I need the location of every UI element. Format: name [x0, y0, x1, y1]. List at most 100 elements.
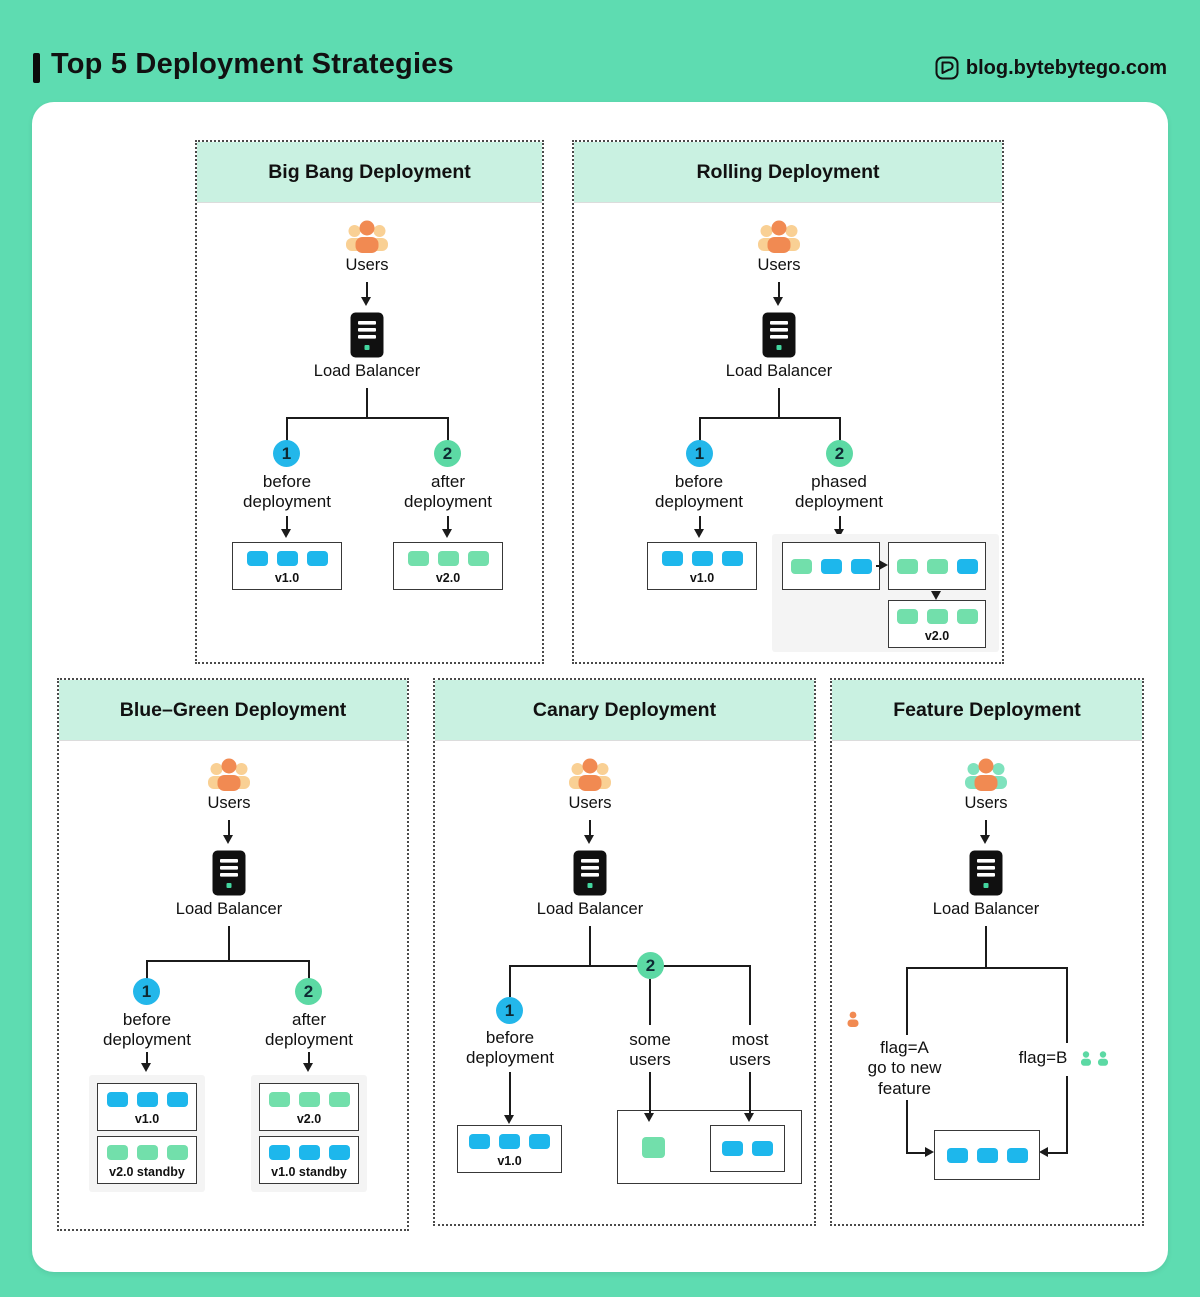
server-box-v1: v1.0: [232, 542, 342, 590]
panel-title: Canary Deployment: [532, 698, 717, 721]
panel-title: Big Bang Deployment: [268, 160, 471, 183]
panel-header-band: Blue–Green Deployment: [59, 680, 407, 741]
panel-big-bang: Big Bang Deployment Users Load Balancer …: [195, 140, 544, 664]
branch-line: [700, 417, 841, 419]
flow-line: [589, 820, 591, 836]
panel-blue-green: Blue–Green Deployment Users Load Balance…: [57, 678, 409, 1231]
server-instance-blue: [1006, 1147, 1028, 1163]
arrowhead-down: [773, 297, 783, 306]
server-row: [661, 551, 743, 566]
panel-feature: Feature Deployment Users Load Balancer f…: [830, 678, 1144, 1226]
flow-line: [228, 820, 230, 836]
flow-line: [308, 960, 310, 979]
version-label: v1.0: [497, 1154, 522, 1168]
user-pair-icon: [1081, 1051, 1108, 1066]
branch-label-some-users: some users: [629, 1030, 671, 1070]
panel-canary: Canary Deployment Users Load Balancer 2 …: [433, 678, 816, 1226]
version-label: v1.0: [274, 571, 300, 585]
load-balancer-icon: [762, 312, 796, 358]
server-instance-blue: [268, 1145, 290, 1160]
flow-line: [985, 926, 987, 967]
flag-b-label: flag=B: [1018, 1048, 1068, 1067]
flow-line: [146, 1052, 148, 1064]
server-box-v2: v2.0: [393, 542, 503, 590]
arrowhead-right: [925, 1147, 934, 1157]
flag-a-label: flag=A go to new feature: [847, 1038, 962, 1099]
load-balancer-icon: [350, 312, 384, 358]
server-instance-green: [467, 551, 489, 566]
users-label: Users: [964, 794, 1008, 812]
server-instance-blue: [166, 1092, 188, 1107]
branch-label-after: after deployment: [265, 1010, 353, 1050]
step-circle-1: 1: [273, 440, 300, 467]
flow-line: [906, 967, 908, 1035]
arrowhead-down: [834, 529, 844, 538]
flow-line: [447, 417, 449, 441]
users-label: Users: [757, 256, 801, 274]
flow-line: [985, 820, 987, 836]
server-stack-active: v1.0 v2.0 standby: [89, 1075, 205, 1192]
server-instance-green: [896, 558, 918, 574]
single-user-icon: [847, 1011, 859, 1027]
server-box-v2: v2.0: [259, 1083, 359, 1131]
server-instance-blue: [306, 551, 328, 566]
site-url: blog.bytebytego.com: [965, 56, 1167, 79]
server-instance-blue: [136, 1092, 158, 1107]
flow-line: [589, 926, 591, 965]
users-icon: [758, 220, 800, 253]
version-label: v2.0 standby: [109, 1165, 185, 1179]
flow-line: [1048, 1152, 1068, 1154]
arrowhead-down: [504, 1115, 514, 1124]
step-circle-2: 2: [434, 440, 461, 467]
users-icon: [569, 758, 611, 791]
arrowhead-down: [584, 835, 594, 844]
arrowhead-right: [879, 560, 888, 570]
server-instance-blue: [661, 551, 683, 566]
panel-header-band: Rolling Deployment: [574, 142, 1002, 203]
server-instance-blue: [752, 1141, 773, 1156]
server-row: [469, 1134, 550, 1149]
arrowhead-down: [361, 297, 371, 306]
server-box-v1: v1.0: [97, 1083, 197, 1131]
server-row: [896, 558, 978, 574]
server-instance-green: [896, 609, 918, 624]
panel-title: Blue–Green Deployment: [119, 698, 347, 721]
flow-line: [509, 1072, 511, 1116]
branch-line: [907, 967, 1068, 969]
server-instance-green: [437, 551, 459, 566]
page-header: Top 5 Deployment Strategies blog.bytebyt…: [0, 0, 1200, 102]
server-instance-blue: [850, 558, 872, 574]
panel-title: Rolling Deployment: [696, 160, 880, 183]
server-row: [407, 551, 489, 566]
server-instance-green: [926, 609, 948, 624]
server-instance-blue: [722, 1141, 743, 1156]
arrowhead-down: [141, 1063, 151, 1072]
title-accent-bar: [33, 53, 40, 83]
server-instance-green: [106, 1145, 128, 1160]
users-label: Users: [568, 794, 612, 812]
main-servers-box: [710, 1125, 785, 1172]
load-balancer-label: Load Balancer: [725, 362, 833, 380]
server-instance-blue: [721, 551, 743, 566]
server-instance-green: [328, 1092, 350, 1107]
flow-line: [699, 417, 701, 441]
flow-line: [649, 1072, 651, 1114]
step-circle-1: 1: [133, 978, 160, 1005]
branch-label-before: before deployment: [243, 472, 331, 512]
server-instance-green: [790, 558, 812, 574]
server-instance-green: [926, 558, 948, 574]
flow-line: [228, 926, 230, 960]
version-label: v2.0: [924, 629, 950, 643]
server-instance-canary: [642, 1137, 665, 1158]
load-balancer-icon: [573, 850, 607, 896]
panel-header-band: Feature Deployment: [832, 680, 1142, 741]
arrowhead-down: [980, 835, 990, 844]
step-circle-2: 2: [826, 440, 853, 467]
server-row: [106, 1145, 188, 1160]
server-box-v1: v1.0: [457, 1125, 562, 1173]
branch-label-most-users: most users: [729, 1030, 771, 1070]
branch-label-phased: phased deployment: [795, 472, 883, 512]
server-row: [268, 1092, 350, 1107]
flow-line: [366, 388, 368, 417]
server-stack-after: v2.0 v1.0 standby: [251, 1075, 367, 1192]
